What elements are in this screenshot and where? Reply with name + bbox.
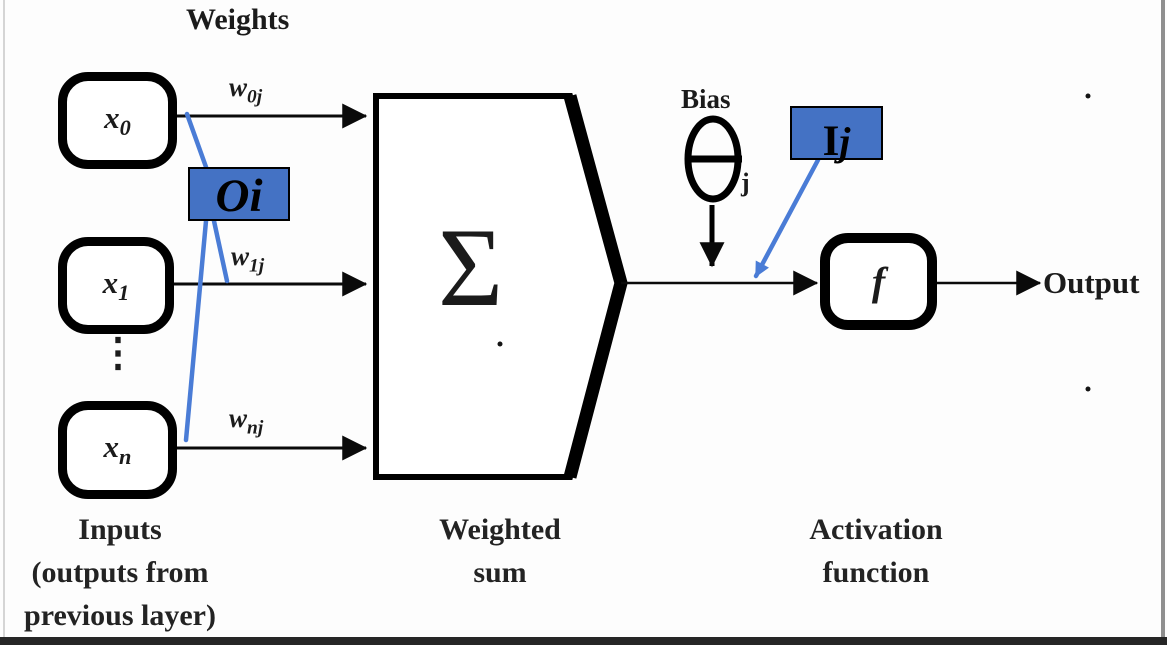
weighted-sum-caption-line2: sum [473, 556, 527, 589]
weighted-sum-caption-line1: Weighted [439, 513, 561, 546]
weight-label-wnj: wnj [229, 403, 264, 439]
inputs-caption: Inputs (outputs from previous layer) [0, 508, 240, 637]
inputs-caption-line1: Inputs [78, 513, 162, 546]
artifact-dot-top-right [1085, 93, 1091, 99]
weights-title: Weights [186, 3, 290, 36]
input-node-x1: x1 [58, 237, 174, 334]
input-node-x0: x0 [58, 72, 177, 169]
ij-pointer-arrow [753, 157, 821, 279]
output-label: Output [1043, 265, 1140, 300]
input-node-x0-label: x0 [104, 99, 131, 141]
frame-left-line [3, 0, 5, 645]
frame-bottom-bar [0, 637, 1167, 645]
oi-pointer-line-middle [211, 218, 230, 284]
oi-pointer-line-bottom [183, 218, 209, 443]
bias-label: Bias [681, 84, 731, 114]
weight-label-w1j: w1j [231, 241, 265, 277]
ellipsis-dots: ⋮ [98, 330, 138, 375]
sum-symbol: Σ [438, 206, 504, 330]
weight-label-w0j: w0j [229, 72, 263, 108]
activation-caption-line1: Activation [809, 513, 943, 546]
input-node-xn-label: xn [103, 429, 132, 470]
input-node-x1-label: x1 [102, 264, 130, 306]
bias-theta-subscript: j [741, 168, 750, 197]
oi-label: Oi [215, 169, 263, 222]
oi-pointer-line-top [184, 111, 209, 170]
oi-highlight-box: Oi [188, 167, 290, 221]
frame-right-line [1161, 0, 1165, 645]
activation-node: f [820, 233, 937, 330]
artifact-dot-sum [497, 341, 503, 347]
artifact-dot-mid-right [1085, 386, 1091, 392]
activation-caption-line2: function [822, 556, 930, 589]
inputs-caption-line2: (outputs from [31, 556, 209, 589]
ij-label: Ij [822, 117, 851, 165]
activation-caption: Activation function [778, 508, 974, 594]
inputs-caption-line3: previous layer) [24, 599, 216, 632]
weighted-sum-caption: Weighted sum [402, 508, 598, 594]
ij-highlight-box: Ij [790, 106, 883, 165]
input-node-xn: xn [58, 401, 177, 499]
activation-symbol: f [871, 259, 886, 304]
